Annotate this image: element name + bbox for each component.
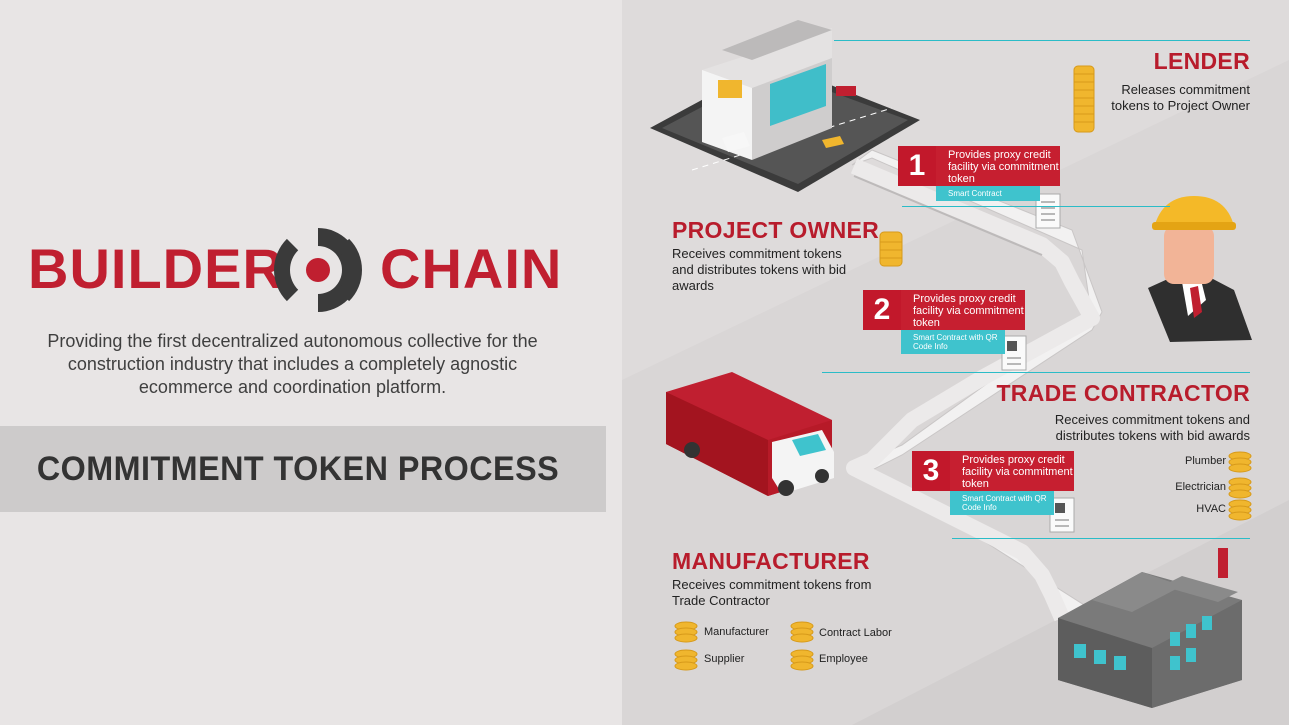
step-text: Provides proxy credit facility via commi… [936,146,1060,186]
truck-icon [666,372,834,496]
step-number: 2 [863,290,901,330]
coin-label: Electrician [1175,481,1226,493]
coin-stack-icon [879,231,903,267]
role-trade-contractor-title: TRADE CONTRACTOR [996,380,1250,406]
step-number: 1 [898,146,936,186]
title-banner: COMMITMENT TOKEN PROCESS [0,426,606,512]
step-text: Provides proxy credit facility via commi… [950,451,1074,491]
connector-line [902,206,1170,207]
step-subtext: Smart Contract with QR Code Info [901,330,1005,354]
process-diagram: LENDER Releases commitment tokens to Pro… [622,0,1289,725]
step-text: Provides proxy credit facility via commi… [901,290,1025,330]
coin-label: Plumber [1185,455,1226,467]
connector-line [834,40,1250,41]
logo-word-right: CHAIN [380,237,563,300]
step-number: 3 [912,451,950,491]
role-manufacturer-title: MANUFACTURER [672,548,870,574]
role-project-owner-title: PROJECT OWNER [672,217,880,243]
role-trade-contractor-description: Receives commitment tokens and distribut… [1054,412,1250,443]
brand-logo: BUILDER CHAIN [0,226,622,316]
coin-label: Manufacturer [704,626,769,638]
coin-label: Contract Labor [819,627,892,639]
banner-title: COMMITMENT TOKEN PROCESS [36,450,560,488]
office-building-icon [650,20,920,192]
step-subtext: Smart Contract [936,186,1040,201]
coin-label: Employee [819,653,868,665]
role-lender-description: Releases commitment tokens to Project Ow… [1111,82,1250,113]
coin-stack-icon [674,621,814,671]
document-icon [1035,193,1061,229]
tagline: Providing the first decentralized autono… [47,331,538,397]
construction-worker-icon [1148,196,1252,342]
diagram-graphics [622,0,1289,725]
logo-word-left: BUILDER [28,237,284,300]
factory-icon [1058,548,1242,708]
role-project-owner-description: Receives commitment tokens and distribut… [672,246,847,293]
connector-line [822,372,1250,373]
left-panel: BUILDER CHAIN Providing the first decent… [0,0,622,725]
qr-code-icon [1001,335,1027,371]
role-manufacturer-description: Receives commitment tokens from Trade Co… [672,577,872,608]
connector-line [952,538,1250,539]
qr-code-icon [1049,497,1075,533]
logo-mark-icon [274,228,362,312]
coin-label: HVAC [1196,503,1226,515]
role-lender-title: LENDER [1153,48,1250,74]
coin-stack-icon [1228,451,1252,521]
coin-label: Supplier [704,653,745,665]
step-subtext: Smart Contract with QR Code Info [950,491,1054,515]
